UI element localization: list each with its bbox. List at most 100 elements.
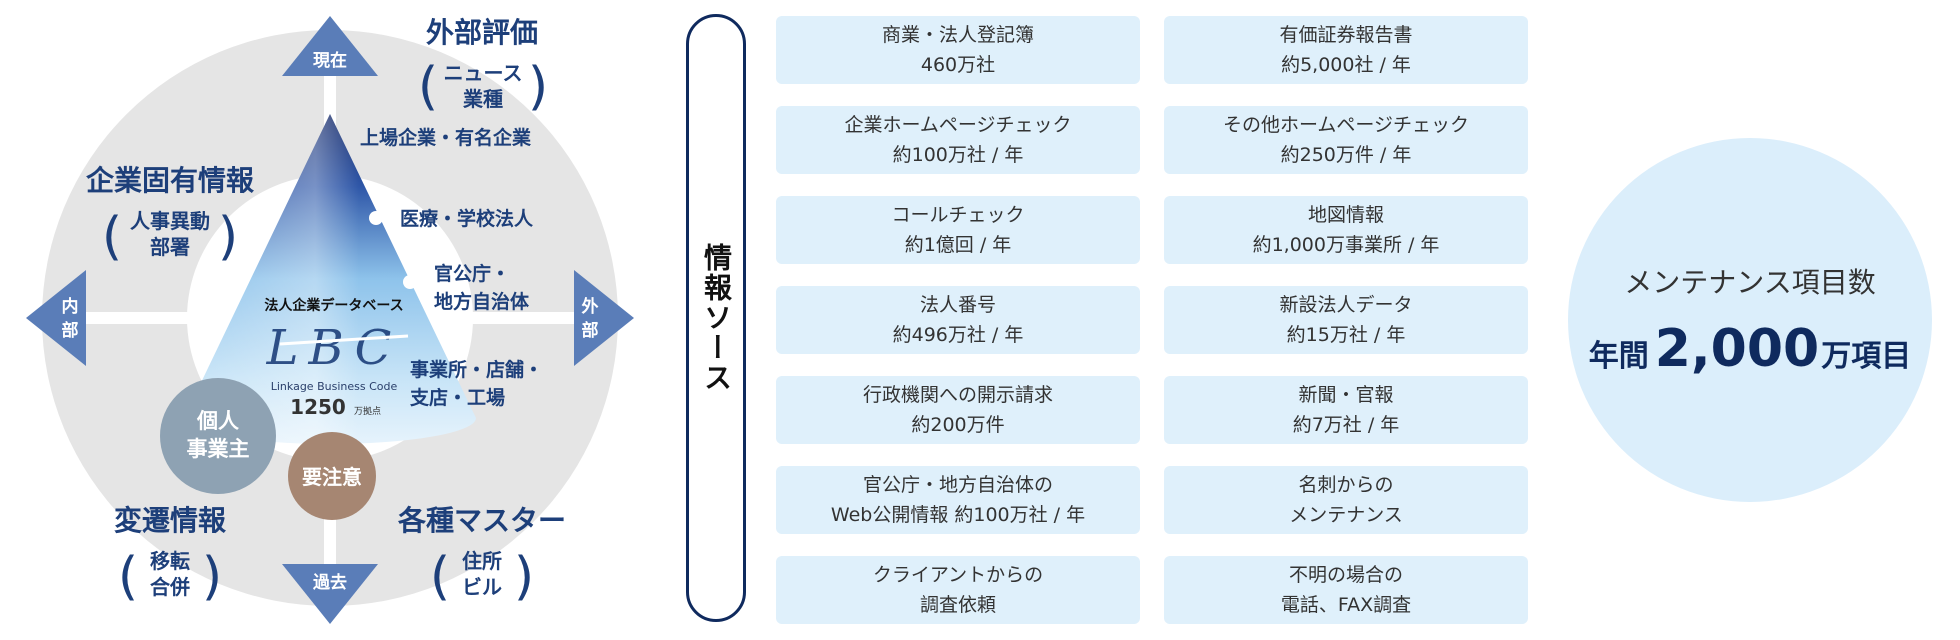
maintenance-prefix: 年間 xyxy=(1588,339,1649,374)
direction-left-label-2: 部 xyxy=(62,320,79,341)
direction-bottom-label: 過去 xyxy=(313,572,347,593)
cone-level2-label: 医療・学校法人 xyxy=(400,207,534,230)
source-detail: 約15万社 / 年 xyxy=(1286,324,1406,346)
direction-left-label-1: 内 xyxy=(62,296,79,317)
source-card: 不明の場合の電話、FAX調査 xyxy=(1164,556,1528,624)
arrow-right-icon xyxy=(574,270,634,366)
source-card: 名刺からのメンテナンス xyxy=(1164,466,1528,534)
maintenance-value: 2,000 xyxy=(1654,319,1820,379)
lbc-caption: 法人企業データベース xyxy=(264,297,403,314)
arrow-up-icon xyxy=(282,16,378,76)
source-name: 新聞・官報 xyxy=(1298,384,1394,406)
maintenance-suffix: 万項目 xyxy=(1821,339,1912,374)
source-name: その他ホームページチェック xyxy=(1222,114,1470,136)
source-name: 新設法人データ xyxy=(1279,294,1413,316)
cone-marker-3 xyxy=(403,275,417,289)
source-card: 新聞・官報約7万社 / 年 xyxy=(1164,376,1528,444)
maintenance-value-row: 年間 2,000 万項目 xyxy=(1589,319,1911,379)
source-card: クライアントからの調査依頼 xyxy=(776,556,1140,624)
cone-marker-2 xyxy=(369,211,383,225)
quadrant-history-paren-close: ) xyxy=(202,547,222,607)
individual-circle xyxy=(160,378,276,494)
direction-right-label-1: 外 xyxy=(582,296,599,317)
arrow-down-icon xyxy=(282,564,378,624)
source-name: 名刺からの xyxy=(1298,474,1394,496)
quadrant-master-sub-2: ビル xyxy=(462,575,502,599)
arrow-left-icon xyxy=(26,270,86,366)
direction-right-label-2: 部 xyxy=(582,320,599,341)
quadrant-master-sub-1: 住所 xyxy=(462,549,502,573)
maintenance-title: メンテナンス項目数 xyxy=(1624,266,1876,299)
source-card: 行政機関への開示請求約200万件 xyxy=(776,376,1140,444)
lbc-count-unit: 万拠点 xyxy=(354,405,381,417)
lbc-count: 1250 xyxy=(290,395,346,419)
quadrant-master-title: 各種マスター xyxy=(397,504,566,537)
caution-label: 要注意 xyxy=(302,465,362,489)
quadrant-internal-title: 企業固有情報 xyxy=(86,164,255,197)
quadrant-history-sub-1: 移転 xyxy=(150,549,190,573)
maintenance-circle: メンテナンス項目数 年間 2,000 万項目 xyxy=(1568,138,1932,502)
source-detail: 約496万社 / 年 xyxy=(892,324,1024,346)
source-bracket: 情報ソース xyxy=(686,14,746,622)
source-detail: 約5,000社 / 年 xyxy=(1281,54,1411,76)
source-name: 商業・法人登記簿 xyxy=(881,24,1034,46)
source-detail: 約1億回 / 年 xyxy=(904,234,1012,256)
cone-level1-label: 上場企業・有名企業 xyxy=(360,126,532,149)
source-name: クライアントからの xyxy=(872,564,1044,586)
source-card: 企業ホームページチェック約100万社 / 年 xyxy=(776,106,1140,174)
source-detail: 約1,000万事業所 / 年 xyxy=(1252,234,1440,256)
caution-circle xyxy=(288,432,376,520)
quadrant-external-paren-open: ( xyxy=(418,57,438,117)
cone-level4-label-2: 支店・工場 xyxy=(409,386,505,409)
source-name: 法人番号 xyxy=(919,294,996,316)
individual-label-1: 個人 xyxy=(196,409,239,433)
quadrant-external-paren-close: ) xyxy=(528,57,548,117)
source-detail: 電話、FAX調査 xyxy=(1280,594,1412,616)
source-card: 有価証券報告書約5,000社 / 年 xyxy=(1164,16,1528,84)
source-name: コールチェック xyxy=(891,204,1025,226)
source-name: 有価証券報告書 xyxy=(1279,24,1413,46)
quadrant-internal-sub-2: 部署 xyxy=(150,235,190,259)
quadrant-master-paren-close: ) xyxy=(514,547,534,607)
source-card: その他ホームページチェック約250万件 / 年 xyxy=(1164,106,1528,174)
quadrant-external-sub-2: 業種 xyxy=(463,87,503,111)
source-detail: Web公開情報 約100万社 / 年 xyxy=(830,504,1086,526)
source-detail: 約100万社 / 年 xyxy=(892,144,1024,166)
cone-level3-label-1: 官公庁・ xyxy=(434,262,510,285)
quadrant-history-paren-open: ( xyxy=(118,547,138,607)
lbc-logo-swoosh xyxy=(279,334,409,346)
source-name: 不明の場合の xyxy=(1288,564,1403,586)
source-label: 情報ソース xyxy=(700,243,733,393)
direction-top-label: 現在 xyxy=(313,50,347,71)
source-name: 企業ホームページチェック xyxy=(844,114,1072,136)
source-card: 商業・法人登記簿 460万社 xyxy=(776,16,1140,84)
source-detail: 約7万社 / 年 xyxy=(1292,414,1400,436)
source-detail: 約200万件 xyxy=(911,414,1005,436)
source-card: コールチェック約1億回 / 年 xyxy=(776,196,1140,264)
source-name: 行政機関への開示請求 xyxy=(862,384,1053,406)
source-card: 新設法人データ約15万社 / 年 xyxy=(1164,286,1528,354)
source-detail: 460万社 xyxy=(920,54,996,76)
source-detail: メンテナンス xyxy=(1289,504,1403,526)
lbc-logo-name: Linkage Business Code xyxy=(271,380,398,393)
quadrant-internal-sub-1: 人事異動 xyxy=(130,209,210,233)
quadrant-external-sub-1: ニュース xyxy=(444,61,523,85)
quadrant-history-title: 変遷情報 xyxy=(114,504,227,537)
source-name: 地図情報 xyxy=(1307,204,1384,226)
source-card: 法人番号約496万社 / 年 xyxy=(776,286,1140,354)
quadrant-master-paren-open: ( xyxy=(430,547,450,607)
lbc-logo-text: LBC xyxy=(266,320,402,376)
quadrant-external-title: 外部評価 xyxy=(426,16,538,49)
individual-label-2: 事業主 xyxy=(187,437,250,461)
source-name: 官公庁・地方自治体の xyxy=(862,474,1053,496)
quadrant-internal-paren-open: ( xyxy=(102,207,122,267)
cone-level3-label-2: 地方自治体 xyxy=(434,290,530,313)
quadrant-history-sub-2: 合併 xyxy=(150,575,190,599)
source-card: 官公庁・地方自治体の Web公開情報 約100万社 / 年 xyxy=(776,466,1140,534)
cone-shine xyxy=(184,114,476,444)
cone-level4-label-1: 事業所・店舗・ xyxy=(410,358,543,381)
quadrant-internal-paren-close: ) xyxy=(218,207,238,267)
source-card: 地図情報約1,000万事業所 / 年 xyxy=(1164,196,1528,264)
lbc-diagram: 現在 過去 内 部 外 部 法人企業データベース LBC Linkage Bus… xyxy=(26,16,634,624)
